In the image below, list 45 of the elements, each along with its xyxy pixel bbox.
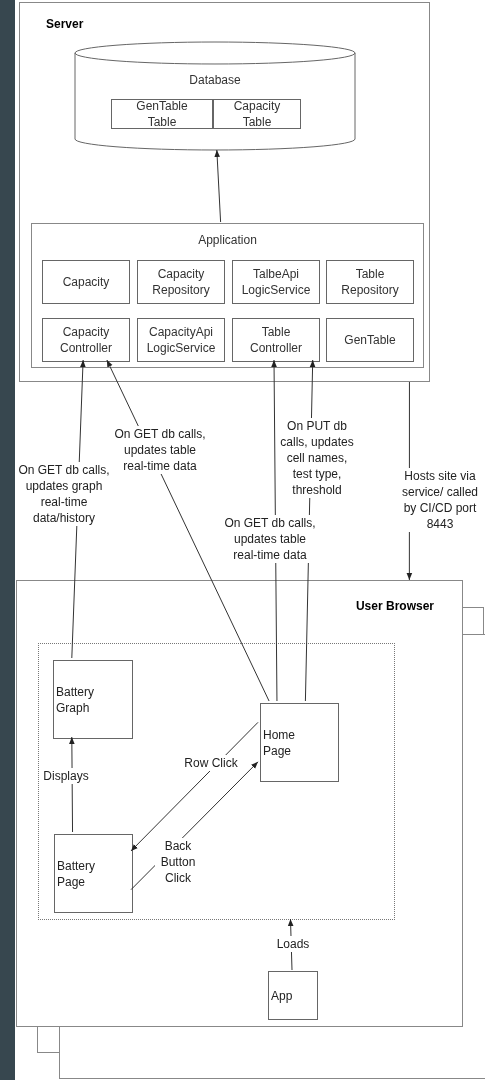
page-name: Battery Page [56,857,96,890]
component-name: Capacity [61,274,111,290]
page-name: Battery Graph [55,683,95,716]
table-cell-box [111,99,213,129]
component-box [42,318,130,362]
database-title: Database [189,73,241,87]
component-box [232,318,320,362]
page-box [260,703,339,782]
edge-label: On GET db calls, updates table real-time data [224,515,316,563]
component-name: TalbeApi LogicService [240,266,312,298]
edge-label: On GET db calls, updates graph real-time data/history [16,462,112,526]
edge-label: Row Click [184,755,238,771]
page-name: Home Page [262,726,296,759]
component-name: Capacity Controller [59,324,113,356]
database-cylinder [74,41,356,151]
edge-label: Displays [43,768,89,784]
page-box [53,660,133,739]
component-box [326,318,414,362]
arrow [130,721,259,852]
table-name: Capacity Table [232,98,282,130]
dotted-region [38,643,395,920]
page-box [54,834,133,913]
component-box [42,260,130,304]
browser-window [16,580,463,1027]
page-name: App [270,987,293,1004]
table-name: GenTable Table [135,98,189,130]
arrow [214,149,222,223]
component-name: CapacityApi LogicService [145,324,217,356]
component-box [137,318,225,362]
container-title: Server [46,17,84,31]
application-box [31,223,424,368]
container-title: User Browser [355,599,434,613]
table-cell-box [213,99,301,129]
component-name: GenTable [343,332,397,348]
component-box [137,260,225,304]
server-frame [19,2,430,382]
page-box [268,971,318,1020]
group-title: Application [198,233,257,247]
component-box [232,260,320,304]
component-name: Table Controller [249,324,303,356]
edge-label: Loads [276,936,310,952]
component-name: Capacity Repository [151,266,211,298]
component-box [326,260,414,304]
component-name: Table Repository [340,266,400,298]
edge-label: On GET db calls, updates table real-time data [112,426,208,474]
